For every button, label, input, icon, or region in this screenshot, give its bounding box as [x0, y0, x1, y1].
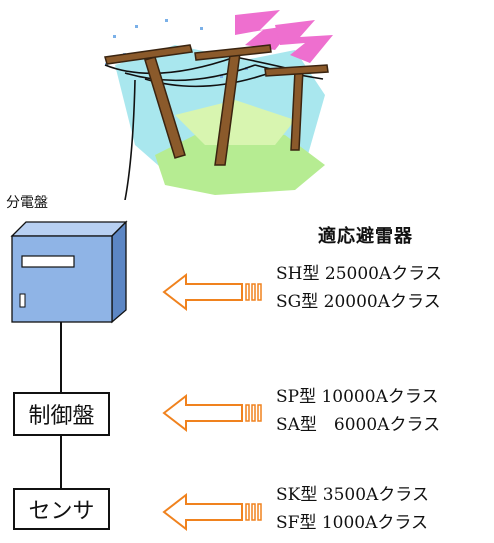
control-panel-box: 制御盤	[13, 392, 110, 436]
arrow-left-icon	[162, 393, 262, 433]
sensor-box: センサ	[13, 488, 110, 530]
spec-line: SK型 3500Aクラス	[276, 485, 429, 505]
arrow-left-icon	[162, 272, 262, 312]
connector-line	[60, 322, 62, 392]
distribution-panel-icon	[10, 220, 128, 324]
arrow-left-icon	[162, 492, 262, 532]
spec-line: SH型 25000Aクラス	[276, 264, 442, 284]
spec-group-1: SH型 25000Aクラス SG型 20000Aクラス	[276, 260, 442, 316]
connector-line	[60, 436, 62, 488]
spec-line: SA型 6000Aクラス	[276, 415, 441, 435]
spec-line: SF型 1000Aクラス	[276, 513, 429, 533]
lightning-icon	[235, 10, 333, 63]
title: 適応避雷器	[318, 226, 413, 247]
panel-label: 分電盤	[6, 195, 48, 211]
power-pole-scene-icon	[104, 10, 333, 200]
spec-line: SP型 10000Aクラス	[276, 387, 439, 407]
spec-group-3: SK型 3500Aクラス SF型 1000Aクラス	[276, 481, 429, 537]
spec-group-2: SP型 10000Aクラス SA型 6000Aクラス	[276, 383, 440, 439]
spec-line: SG型 20000Aクラス	[276, 292, 441, 312]
